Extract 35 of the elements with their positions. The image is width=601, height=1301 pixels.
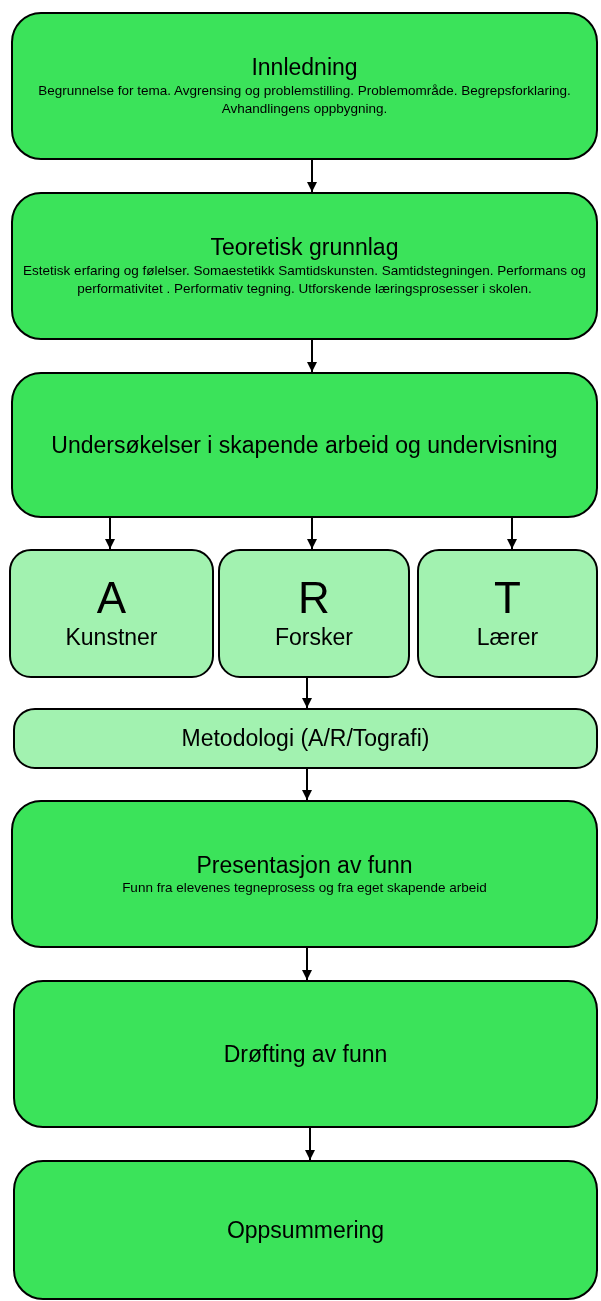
arrow — [305, 1127, 315, 1161]
arrow — [307, 339, 317, 373]
role-letter: T — [494, 574, 521, 623]
arrow — [302, 768, 312, 801]
process-box — [11, 800, 598, 948]
arrow — [507, 517, 517, 550]
process-box — [417, 549, 598, 678]
process-box — [218, 549, 410, 678]
arrow — [302, 677, 312, 709]
role-label: Forsker — [275, 622, 353, 652]
process-box — [11, 372, 598, 518]
box-heading: Teoretisk grunnlag — [210, 233, 399, 263]
process-box — [9, 549, 214, 678]
process-box — [13, 980, 598, 1128]
box-heading: Undersøkelser i skapende arbeid og undervisning — [51, 430, 558, 460]
process-box — [11, 192, 598, 340]
role-label: Lærer — [476, 622, 539, 652]
box-heading: Oppsummering — [226, 1215, 385, 1245]
process-box — [13, 1160, 598, 1300]
box-heading: Drøfting av funn — [223, 1039, 388, 1069]
box-heading: Presentasjon av funn — [196, 850, 413, 880]
arrow — [302, 947, 312, 981]
arrow — [307, 159, 317, 193]
box-heading: Metodologi (A/R/Tografi) — [181, 724, 430, 753]
box-description: Begrunnelse for tema. Avgrensing og problemstilling. Problemområde. Begrepsforklaring. Avhandlingens oppbygning. — [37, 82, 572, 119]
role-letter: R — [298, 574, 330, 623]
box-description: Funn fra elevenes tegneprosess og fra eget skapende arbeid — [122, 879, 487, 898]
box-heading: Innledning — [251, 53, 358, 83]
process-box — [11, 12, 598, 160]
box-description: Estetisk erfaring og følelser. Somaestetikk Samtidskunsten. Samtidstegningen. Performans og performativitet . Performativ tegning. Utforskende læringsprosesser i skolen. — [23, 262, 586, 299]
role-letter: A — [96, 574, 127, 623]
arrow — [105, 517, 115, 550]
process-box — [13, 708, 598, 769]
arrow — [307, 517, 317, 550]
role-label: Kunstner — [65, 622, 158, 652]
